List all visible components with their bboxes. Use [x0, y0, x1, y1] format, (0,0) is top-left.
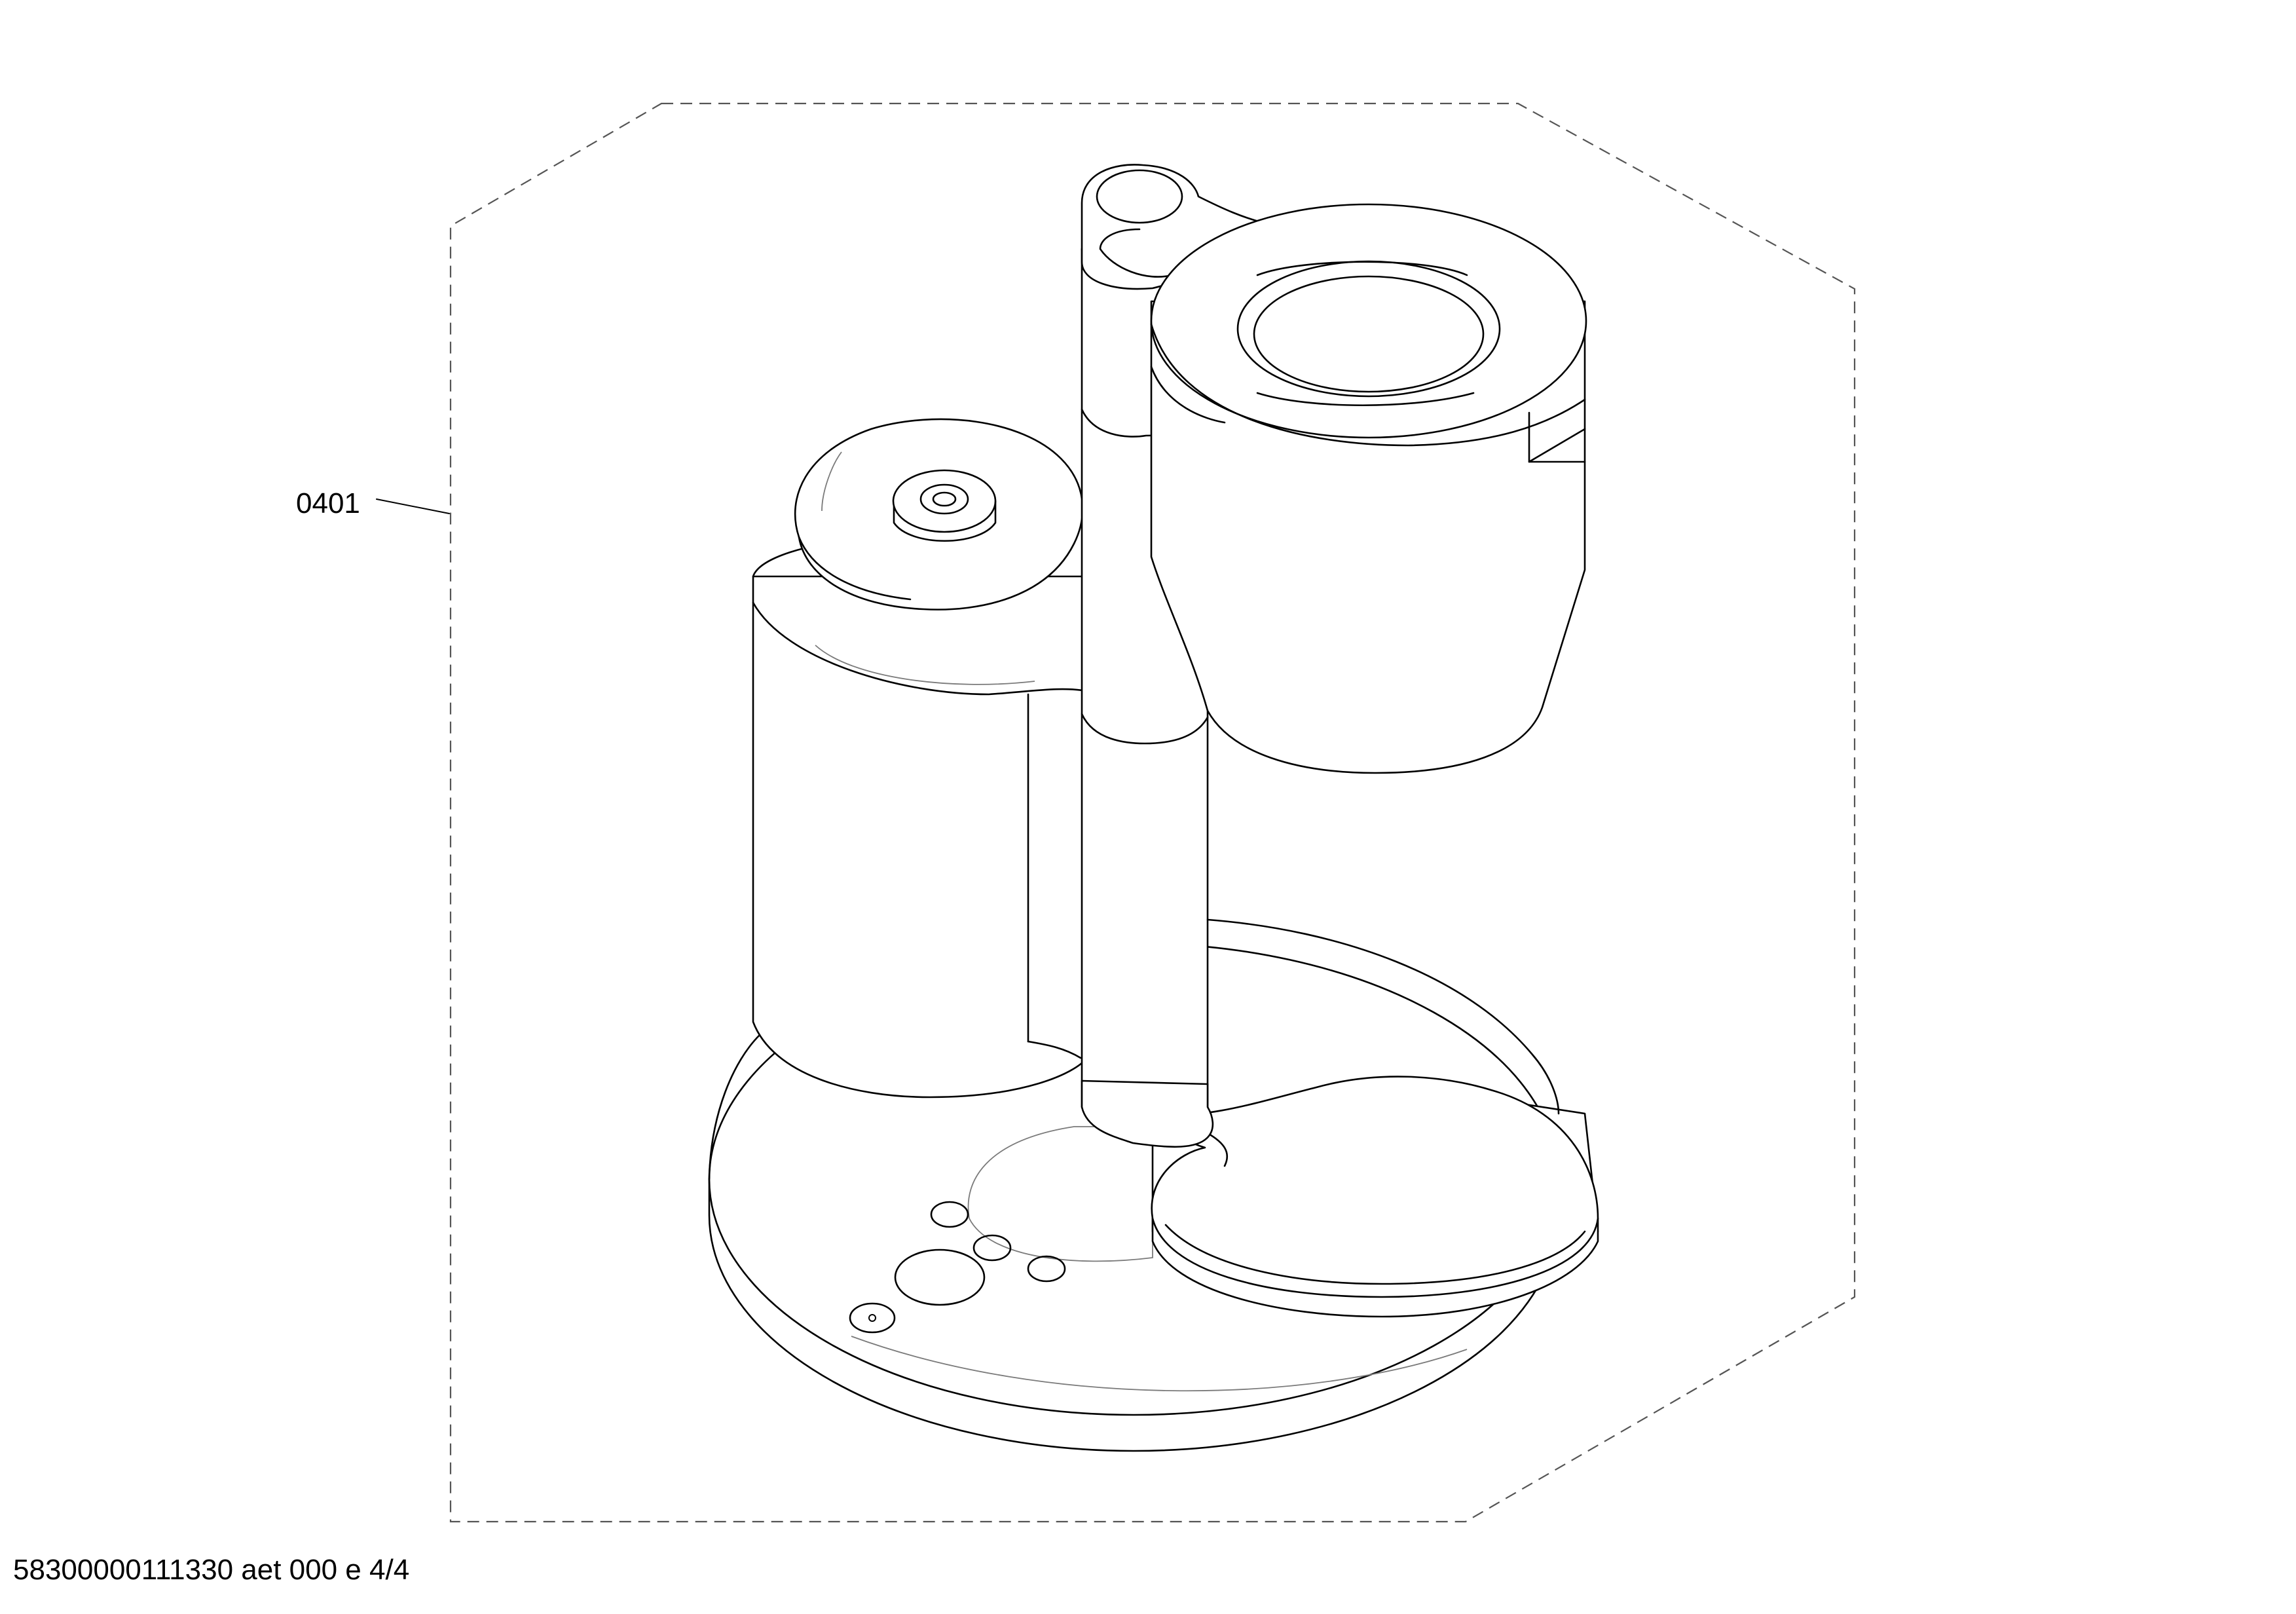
base-left-rim	[708, 1034, 761, 1180]
base-rear-rim	[1206, 918, 1560, 1115]
tank-lid-knob	[892, 469, 997, 542]
button-large	[894, 1248, 986, 1306]
button-small-1	[930, 1201, 969, 1228]
warming-plate	[1151, 1076, 1599, 1318]
filter-holder	[1150, 203, 1587, 774]
column-foot	[1081, 1079, 1214, 1148]
part-callout-label: 0401	[296, 487, 360, 519]
control-buttons	[849, 1201, 1066, 1334]
assembly-boundary	[449, 102, 1856, 1523]
callout-leader-line	[376, 498, 450, 514]
water-tank	[752, 418, 1088, 1098]
button-small-2	[972, 1234, 1012, 1262]
warming-plate-recess	[967, 1126, 1153, 1262]
indicator-light	[849, 1302, 896, 1334]
button-small-3	[1027, 1255, 1066, 1283]
document-code: 58300000111330 aet 000 e 4/4	[13, 1554, 410, 1586]
